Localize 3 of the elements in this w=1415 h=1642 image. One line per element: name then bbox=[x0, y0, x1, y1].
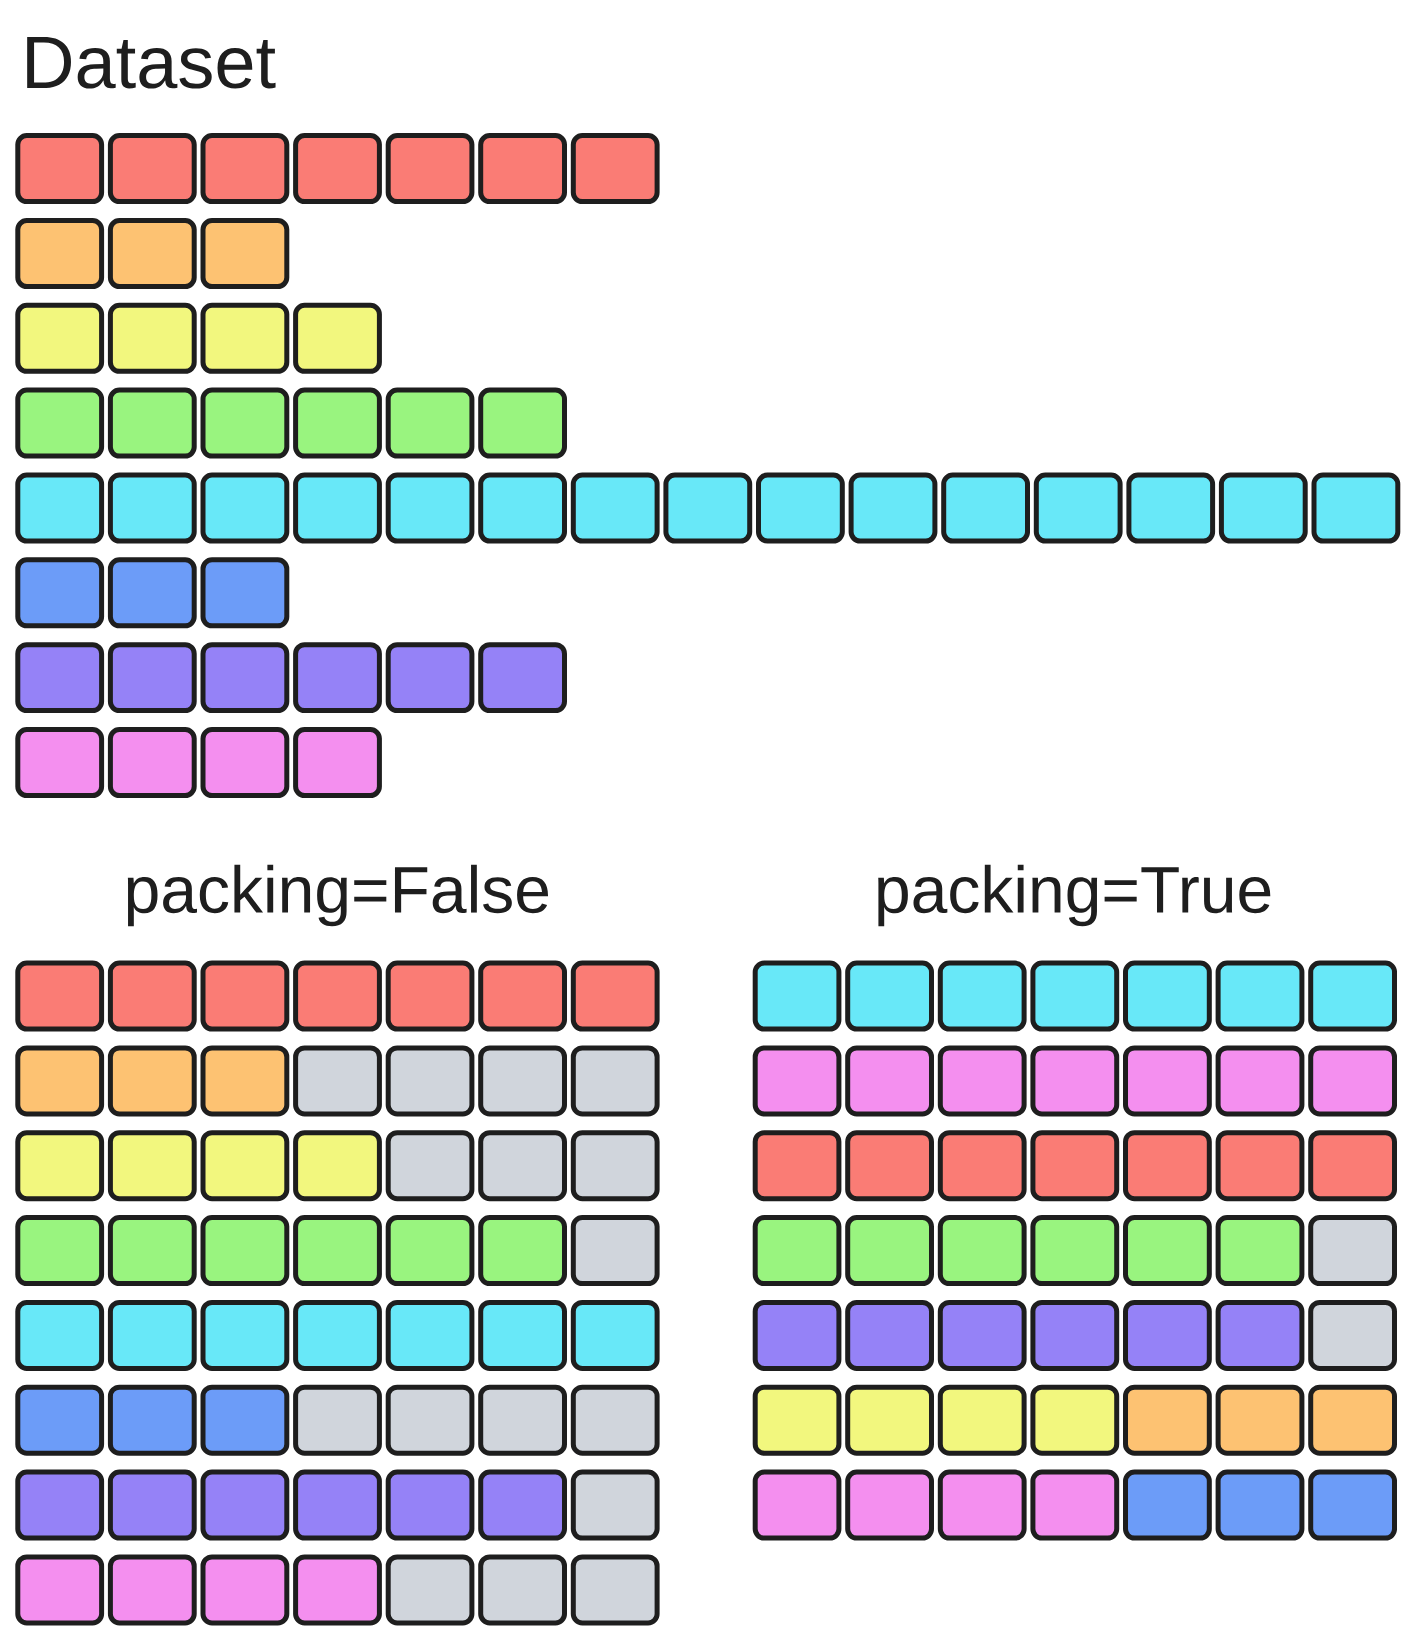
heading: packing=True bbox=[878, 864, 1271, 927]
heading: Dataset bbox=[27, 37, 276, 89]
heading: packing=False bbox=[127, 864, 548, 927]
